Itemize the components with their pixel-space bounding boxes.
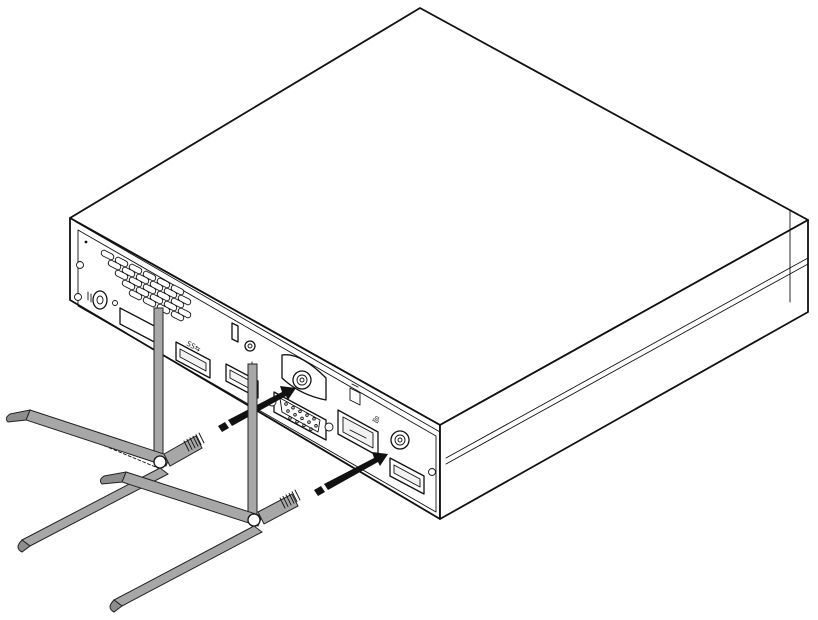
power-jack bbox=[87, 290, 108, 310]
vga-pin bbox=[286, 409, 290, 413]
connector-knurl bbox=[189, 437, 196, 449]
wifi-antenna-1-icon bbox=[5, 307, 205, 553]
connector-knurl bbox=[195, 434, 202, 446]
vga-pin bbox=[307, 420, 311, 424]
connector-knurl bbox=[186, 438, 193, 450]
connector-knurl bbox=[285, 494, 292, 506]
connector-knurl bbox=[279, 497, 286, 509]
wifi-antenna-2-icon bbox=[99, 361, 301, 613]
side-seam-bottom bbox=[445, 263, 809, 465]
side-seam-horizontal bbox=[445, 257, 809, 459]
connector-knurl bbox=[288, 492, 295, 504]
vga-pin bbox=[312, 417, 316, 421]
insertion-arrows bbox=[218, 386, 388, 496]
vga-pin bbox=[314, 424, 318, 428]
usb-3-port-3 bbox=[389, 457, 425, 495]
usb-3-port-1 bbox=[175, 341, 211, 379]
connector-knurl bbox=[183, 440, 190, 452]
panel-latch bbox=[349, 383, 361, 406]
audio-jack bbox=[244, 340, 256, 352]
top-rear-lip bbox=[75, 221, 441, 433]
vga-pin bbox=[288, 416, 292, 420]
antenna-connector-1 bbox=[281, 354, 327, 401]
connector-knurl bbox=[192, 435, 199, 447]
vga-pin bbox=[300, 416, 304, 421]
vga-pin bbox=[293, 412, 297, 417]
vga-pin bbox=[298, 409, 302, 414]
power-symbol-icon bbox=[112, 300, 118, 306]
vga-pin bbox=[305, 413, 309, 417]
wifi-antennas bbox=[5, 307, 301, 613]
insertion-arrow-lower-icon bbox=[314, 452, 388, 496]
network-label-icon: 品 bbox=[371, 415, 381, 425]
vent-slot bbox=[177, 307, 192, 319]
vent-slot bbox=[142, 296, 157, 308]
vent-slot bbox=[177, 294, 192, 306]
screw-right bbox=[428, 468, 436, 476]
screw-left-top bbox=[76, 261, 84, 269]
led-dot bbox=[84, 240, 88, 244]
computer-chassis bbox=[69, 7, 809, 520]
rear-panel-details: SS⇆ bbox=[74, 240, 436, 495]
rear-panel-inset bbox=[77, 229, 437, 513]
vga-pin bbox=[302, 423, 306, 428]
screw-left-bottom bbox=[74, 293, 82, 301]
vga-pin bbox=[309, 427, 313, 431]
security-slot bbox=[231, 322, 239, 343]
vent-slot bbox=[170, 310, 185, 322]
insertion-arrow-upper-icon bbox=[218, 386, 296, 432]
vent-slot bbox=[128, 289, 143, 301]
connector-knurl bbox=[291, 491, 298, 503]
vga-pin bbox=[291, 405, 295, 410]
connector-knurl bbox=[294, 489, 301, 501]
vga-pin bbox=[295, 419, 299, 424]
connector-knurl bbox=[282, 495, 289, 507]
connector-knurl bbox=[198, 432, 205, 444]
antenna-connector-2 bbox=[390, 430, 410, 450]
chassis-side-face bbox=[439, 219, 809, 520]
vga-pin bbox=[284, 402, 288, 406]
